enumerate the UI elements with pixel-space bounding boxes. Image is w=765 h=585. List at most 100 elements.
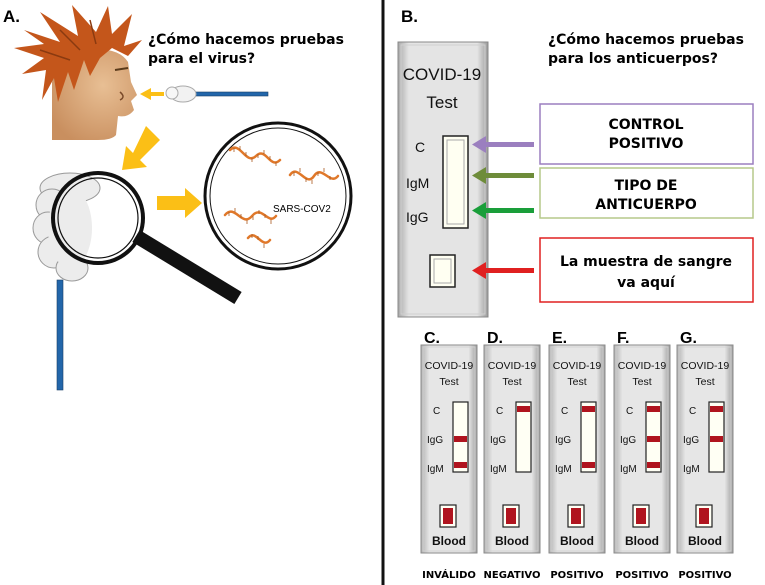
result-strip bbox=[483, 344, 541, 554]
strip-result-caption: INVÁLIDO bbox=[422, 568, 476, 581]
cotton-swab-tip-icon bbox=[32, 172, 101, 282]
callout-antibody-line2: ANTICUERPO bbox=[595, 197, 697, 213]
strip-label-c: C bbox=[626, 406, 633, 417]
strip-blood-label: Blood bbox=[495, 534, 529, 548]
strip-title-line1: COVID-19 bbox=[488, 360, 537, 372]
cassette-line-igm: IgM bbox=[406, 175, 429, 191]
band-igm bbox=[582, 462, 595, 468]
magnifying-glass-icon bbox=[51, 171, 242, 304]
strip-label-igm: IgM bbox=[683, 464, 700, 475]
strip-label-igg: IgG bbox=[490, 435, 506, 446]
panel-a-label: A. bbox=[3, 7, 20, 26]
person-head-icon bbox=[14, 5, 142, 141]
blood-sample-icon bbox=[506, 508, 516, 524]
band-c bbox=[517, 406, 530, 412]
strip-result-caption: POSITIVO bbox=[550, 570, 603, 581]
panel-a-question-line1: ¿Cómo hacemos pruebas bbox=[148, 32, 344, 48]
down-arrow-icon bbox=[122, 126, 160, 170]
strip-blood-label: Blood bbox=[625, 534, 659, 548]
strip-result-caption: POSITIVO bbox=[678, 570, 731, 581]
strip-title-line2: Test bbox=[695, 376, 714, 388]
virus-rna-ticks-icon bbox=[228, 146, 331, 248]
strip-title-line2: Test bbox=[439, 376, 458, 388]
strip-title-line2: Test bbox=[502, 376, 521, 388]
band-c bbox=[647, 406, 660, 412]
strip-letter: F. bbox=[617, 330, 629, 347]
band-igg bbox=[710, 436, 723, 442]
strip-label-c: C bbox=[561, 406, 568, 417]
panel-b-question-line2: para los anticuerpos? bbox=[548, 51, 718, 67]
panel-b-question-line1: ¿Cómo hacemos pruebas bbox=[548, 32, 744, 48]
callout-antibody-line1: TIPO DE bbox=[615, 178, 678, 194]
strip-inner-border bbox=[615, 346, 669, 552]
strip-title-line2: Test bbox=[632, 376, 651, 388]
callout-antibody-box bbox=[539, 167, 754, 219]
nasal-swab-icon bbox=[165, 85, 269, 103]
strip-blood-label: Blood bbox=[432, 534, 466, 548]
strip-letter: D. bbox=[487, 330, 503, 347]
small-arrow-to-nose-icon bbox=[140, 88, 164, 100]
virus-zoom-circle bbox=[203, 121, 353, 271]
band-c bbox=[710, 406, 723, 412]
strip-inner-border bbox=[485, 346, 539, 552]
band-igg bbox=[454, 436, 467, 442]
callout-control-line2: POSITIVO bbox=[609, 136, 684, 152]
cassette-line-igg: IgG bbox=[406, 209, 429, 225]
strip-label-c: C bbox=[689, 406, 696, 417]
strip-label-igg: IgG bbox=[555, 435, 571, 446]
strip-label-c: C bbox=[433, 406, 440, 417]
strip-label-igm: IgM bbox=[620, 464, 637, 475]
sample-arrow-icon bbox=[472, 262, 534, 279]
blood-sample-icon bbox=[571, 508, 581, 524]
callout-sample-box bbox=[539, 237, 754, 303]
band-igg bbox=[647, 436, 660, 442]
strip-title-line2: Test bbox=[567, 376, 586, 388]
blood-sample-icon bbox=[443, 508, 453, 524]
igm-arrow-icon bbox=[472, 167, 534, 184]
strip-label-c: C bbox=[496, 406, 503, 417]
panel-a-question-line2: para el virus? bbox=[148, 51, 255, 67]
strip-label-igm: IgM bbox=[490, 464, 507, 475]
swab-stick-icon bbox=[56, 279, 64, 391]
virus-label: SARS-COV2 bbox=[273, 204, 331, 215]
control-arrow-icon bbox=[472, 136, 534, 153]
strip-label-igm: IgM bbox=[555, 464, 572, 475]
strip-inner-border bbox=[422, 346, 476, 552]
strip-result-window bbox=[515, 401, 532, 473]
strip-result-caption: POSITIVO bbox=[615, 570, 668, 581]
strip-result-caption: NEGATIVO bbox=[484, 570, 541, 581]
callout-control-box bbox=[539, 103, 754, 165]
igg-arrow-icon bbox=[472, 202, 534, 219]
blood-sample-icon bbox=[699, 508, 709, 524]
strip-label-igg: IgG bbox=[620, 435, 636, 446]
cassette-line-c: C bbox=[415, 139, 425, 155]
strip-inner-border bbox=[550, 346, 604, 552]
strip-blood-label: Blood bbox=[560, 534, 594, 548]
blood-sample-icon bbox=[636, 508, 646, 524]
result-strip bbox=[548, 344, 606, 554]
cassette-title-line1: COVID-19 bbox=[403, 65, 481, 84]
strip-label-igm: IgM bbox=[427, 464, 444, 475]
callout-sample-line1: La muestra de sangre bbox=[560, 254, 732, 270]
result-strip bbox=[420, 344, 478, 554]
strip-label-igg: IgG bbox=[427, 435, 443, 446]
strip-letter: E. bbox=[552, 330, 567, 347]
result-strip bbox=[613, 344, 671, 554]
callout-sample-line2: va aquí bbox=[617, 275, 676, 291]
strip-blood-label: Blood bbox=[688, 534, 722, 548]
band-igm bbox=[647, 462, 660, 468]
strip-title-line1: COVID-19 bbox=[425, 360, 474, 372]
test-cassette bbox=[397, 41, 489, 318]
strip-letter: G. bbox=[680, 330, 697, 347]
strip-letter: C. bbox=[424, 330, 440, 347]
cassette-title-line2: Test bbox=[426, 93, 457, 112]
strip-inner-border bbox=[678, 346, 732, 552]
virus-rna-icon bbox=[223, 146, 340, 244]
strip-label-igg: IgG bbox=[683, 435, 699, 446]
strip-result-window bbox=[580, 401, 597, 473]
strip-title-line1: COVID-19 bbox=[553, 360, 602, 372]
band-c bbox=[582, 406, 595, 412]
strip-title-line1: COVID-19 bbox=[681, 360, 730, 372]
